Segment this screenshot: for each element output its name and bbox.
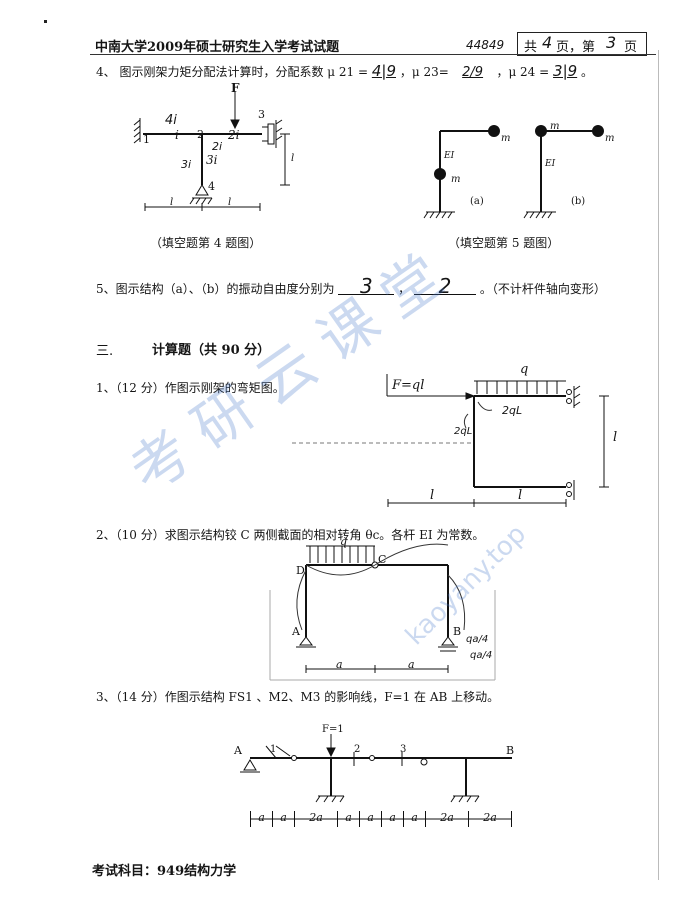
c3-fig-sec3: 3 [400, 744, 407, 755]
exam-code: 44849 [466, 38, 505, 52]
section3-number: 三. [96, 344, 114, 359]
c2-hand-1: qa/4 [466, 634, 489, 645]
c3-fig-sec2: 2 [354, 744, 361, 755]
c2-fig-B: B [453, 625, 462, 638]
c3-dim: a [359, 811, 381, 827]
q5-fig-EI-b: EI [545, 159, 556, 169]
q4-caption: （填空题第 4 题图） [150, 236, 262, 250]
q4-fig-lenv: l [291, 153, 295, 164]
c1-fig-l-vertical: l [613, 430, 618, 445]
page-total: 4 [542, 33, 553, 52]
c2-hand-2: qa/4 [470, 650, 493, 661]
q4-prompt: 4、 图示刚架力矩分配法计算时，分配系数 μ 21 = [96, 65, 369, 79]
c3-dim: 2a [468, 811, 512, 827]
scan-dot [44, 20, 47, 23]
q4-fig-node3: 3 [258, 108, 265, 121]
c1-fig-l1: l [430, 488, 435, 503]
c3-fig-A: A [234, 744, 242, 757]
footer-subject: 考试科目：949结构力学 [92, 864, 237, 879]
c1-hand-2ql-left: 2qL [454, 426, 473, 437]
q5-fig-label-a: (a) [470, 196, 484, 207]
q4-fig-node1: 1 [143, 133, 150, 146]
page-current: 3 [606, 33, 617, 52]
c1-fig-q: q [520, 362, 529, 377]
page-mid: 页，第 [556, 40, 596, 55]
c1-text: 1、（12 分）作图示刚架的弯矩图。 [96, 381, 285, 395]
page-prefix: 共 [524, 40, 538, 55]
q5-fig-EI-a: EI [444, 151, 455, 161]
exam-title: 中南大学2009年硕士研究生入学考试试题 [95, 40, 340, 55]
c3-text: 3、（14 分）作图示结构 FS1 、M2、M3 的影响线，F=1 在 AB 上… [96, 690, 500, 704]
scan-edge-line [658, 50, 659, 880]
q4-fig-stiff-3i: 3i [206, 153, 218, 167]
q5-fig-m3: m [550, 121, 560, 132]
q4-fig-node4: 4 [208, 180, 215, 193]
q4-fig-len1: l [170, 197, 174, 208]
c1-hand-2ql-top: 2qL [502, 404, 523, 417]
q4-fig-stiff-4i: 4i [165, 113, 177, 128]
c3-fig-B: B [506, 744, 515, 757]
c2-fig-C: C [378, 553, 387, 566]
c2-fig-a1: a [336, 658, 343, 671]
q5-answer-b: 2 [413, 276, 476, 296]
page-counter-box: 共 4 页，第 3 页 [517, 32, 647, 56]
watermark-text: 考 研 云 课 堂 [117, 242, 455, 507]
q4-mu24-answer: 3|9 [553, 62, 578, 80]
q4-end: 。 [581, 65, 594, 79]
q5-fig-m1: m [501, 133, 511, 144]
c3-dim: a [337, 811, 359, 827]
c3-dim: a [250, 811, 272, 827]
c3-dim: 2a [425, 811, 468, 827]
page-suffix: 页 [624, 40, 638, 55]
q4-mu21-answer: 4|9 [371, 62, 396, 80]
c3-dim: a [403, 811, 425, 827]
c3-dim: a [381, 811, 403, 827]
q5-prompt: 5、图示结构（a）、（b）的振动自由度分别为 [96, 282, 335, 296]
c2-text: 2、（10 分）求图示结构铰 C 两侧截面的相对转角 θc。各杆 EI 为常数。 [96, 528, 485, 542]
c3-dimension-row: a a 2a a a a a 2a 2a [250, 811, 512, 827]
q4-fig-node2: 2 [197, 128, 204, 141]
c3-fig-force: F=1 [322, 724, 344, 735]
c1-fig-force: F=ql [392, 378, 425, 393]
q5-caption: （填空题第 5 题图） [448, 236, 560, 250]
q4-fig-len2: l [228, 197, 232, 208]
c3-fig-sec1: 1 [270, 744, 277, 755]
c2-fig-D: D [296, 564, 305, 577]
q5-suffix: 。（不计杆件轴向变形） [479, 282, 606, 296]
q5-text: 5、图示结构（a）、（b）的振动自由度分别为 3 ， 2 。（不计杆件轴向变形） [96, 276, 606, 297]
q4-mu23-answer: 2/9 [462, 65, 484, 80]
c3-dim: a [272, 811, 294, 827]
q5-fig-label-b: (b) [571, 196, 586, 207]
c2-fig-q: q [340, 535, 348, 548]
header-rule [90, 54, 656, 55]
c2-fig-A: A [292, 625, 300, 638]
q4-text: 4、 图示刚架力矩分配法计算时，分配系数 μ 21 = 4|9 ，μ 23= 2… [96, 62, 593, 80]
q5-answer-a: 3 [338, 276, 395, 296]
q4-fig-F: F [231, 81, 240, 95]
q4-fig-hand-3i: 3i [181, 158, 192, 171]
c2-fig-a2: a [408, 658, 415, 671]
c1-fig-l2: l [518, 488, 523, 503]
q4-mu24-label: ，μ 24 = [496, 65, 550, 79]
q4-fig-stiff-2i: 2i [228, 128, 240, 142]
q4-mu23-label: ，μ 23= [399, 65, 449, 79]
section3-title: 计算题（共 90 分） [152, 343, 271, 358]
q4-fig-hand-2i: 2i [212, 140, 223, 153]
q4-fig-stiff-i: i [175, 128, 179, 142]
q5-fig-m4: m [605, 133, 615, 144]
c3-dim: 2a [294, 811, 337, 827]
q5-sep: ， [398, 282, 411, 296]
q5-fig-m2: m [451, 174, 461, 185]
